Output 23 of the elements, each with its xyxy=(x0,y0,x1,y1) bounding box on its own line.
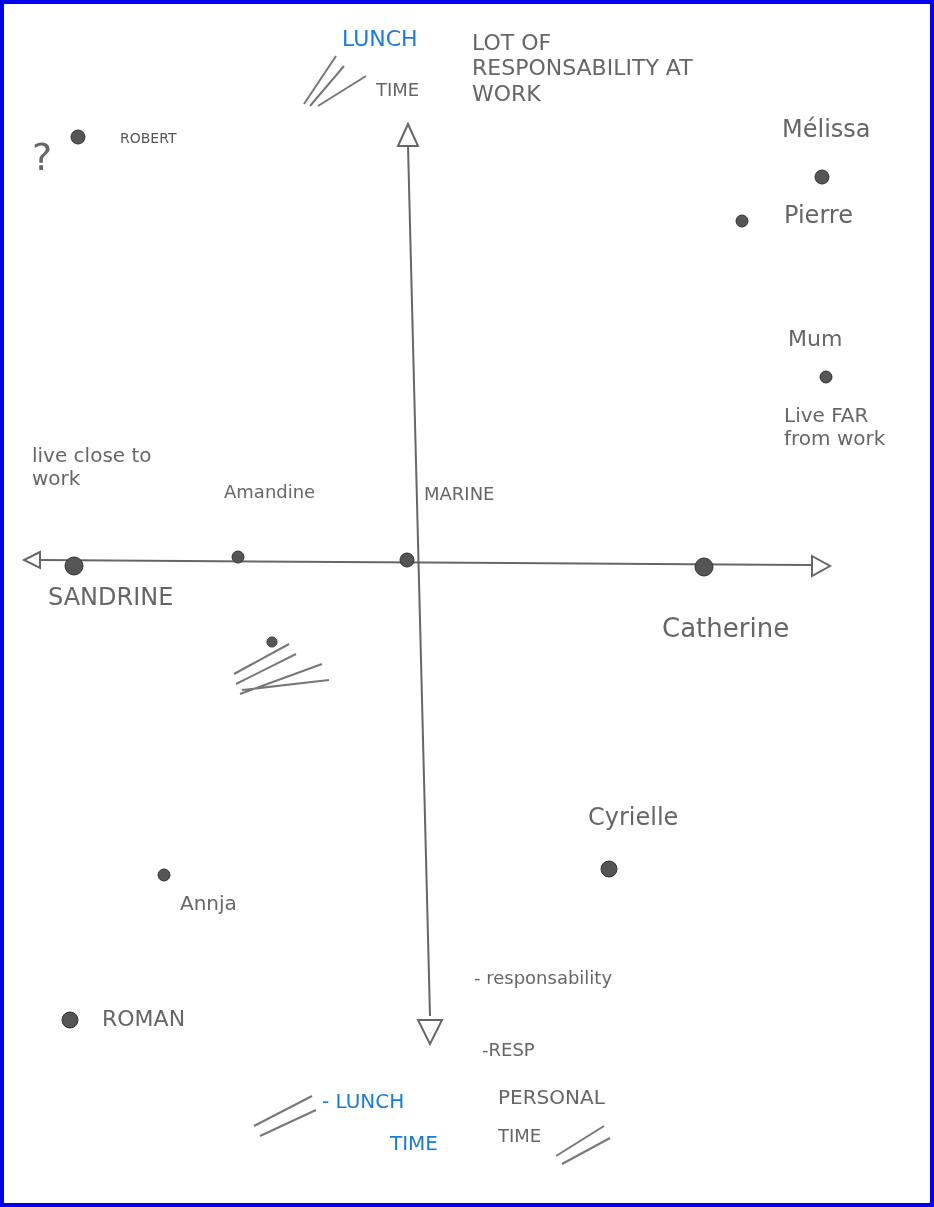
axis-label: Live FAR from work xyxy=(784,404,887,450)
person-name: Catherine xyxy=(662,614,790,644)
axis-label: LUNCH xyxy=(342,26,418,52)
person-name: Mélissa xyxy=(782,116,871,144)
axis-label: live close to work xyxy=(32,444,153,490)
handwritten-word: -RESP xyxy=(482,1040,535,1061)
person-name: Cyrielle xyxy=(588,804,679,832)
question-mark: ? xyxy=(32,136,53,180)
person-name: ROBERT xyxy=(120,130,177,147)
person-name: ROMAN xyxy=(102,1006,186,1032)
handwritten-word: TIME xyxy=(498,1126,542,1147)
axis-label: TIME xyxy=(390,1132,438,1155)
person-name: SANDRINE xyxy=(48,584,174,612)
person-name: Mum xyxy=(788,326,843,352)
person-name: MARINE xyxy=(424,484,495,505)
axis-label: - responsability xyxy=(474,968,613,989)
person-name: Annja xyxy=(180,892,237,915)
person-name: Pierre xyxy=(784,202,853,230)
handwritten-word: PERSONAL xyxy=(498,1086,605,1109)
handwritten-word: TIME xyxy=(376,80,420,101)
axis-label: - LUNCH xyxy=(322,1090,405,1113)
axis-label: LOT OF RESPONSABILITY AT WORK xyxy=(472,30,694,106)
person-name: Amandine xyxy=(224,482,316,503)
